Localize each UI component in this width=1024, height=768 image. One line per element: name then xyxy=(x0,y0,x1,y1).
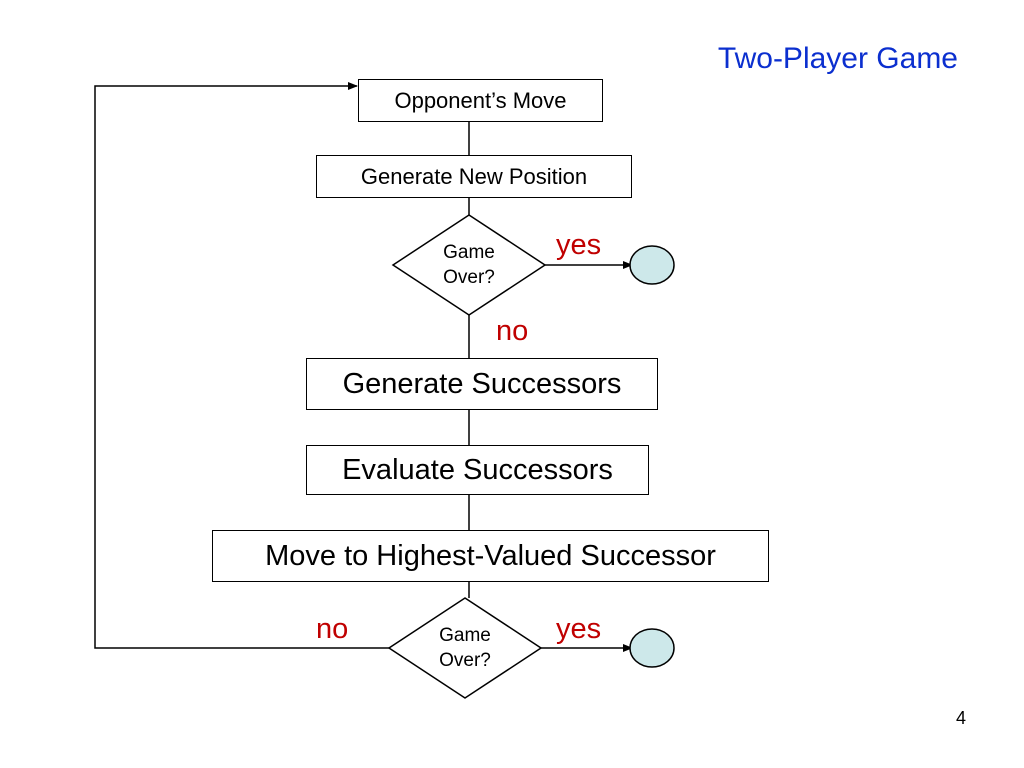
decision-1-no-label: no xyxy=(496,315,529,347)
page-number: 4 xyxy=(955,708,966,728)
decision-2-diamond xyxy=(387,597,543,699)
decision-2-line1: Game xyxy=(439,625,491,646)
decision-1-text: Game Over? xyxy=(419,240,519,290)
move-to-highest-box: Move to Highest-Valued Successor xyxy=(212,530,769,582)
decision-1-yes-label: yes xyxy=(556,229,602,261)
generate-new-position-box: Generate New Position xyxy=(316,155,632,198)
decision-2-text: Game Over? xyxy=(415,623,515,673)
decision-1-line2: Over? xyxy=(443,267,495,288)
generate-successors-box: Generate Successors xyxy=(306,358,658,410)
terminal-end-1 xyxy=(629,245,675,285)
decision-2-no-label: no xyxy=(316,613,349,645)
decision-2-line2: Over? xyxy=(439,650,491,671)
decision-1-line1: Game xyxy=(443,242,495,263)
evaluate-successors-box: Evaluate Successors xyxy=(306,445,649,495)
slide-title: Two-Player Game xyxy=(717,42,958,75)
decision-2-yes-label: yes xyxy=(556,613,602,645)
loop-back-arrow xyxy=(94,82,389,649)
decision-1-diamond xyxy=(391,214,547,316)
opponent-move-box: Opponent’s Move xyxy=(358,79,603,122)
terminal-end-2 xyxy=(629,628,675,668)
